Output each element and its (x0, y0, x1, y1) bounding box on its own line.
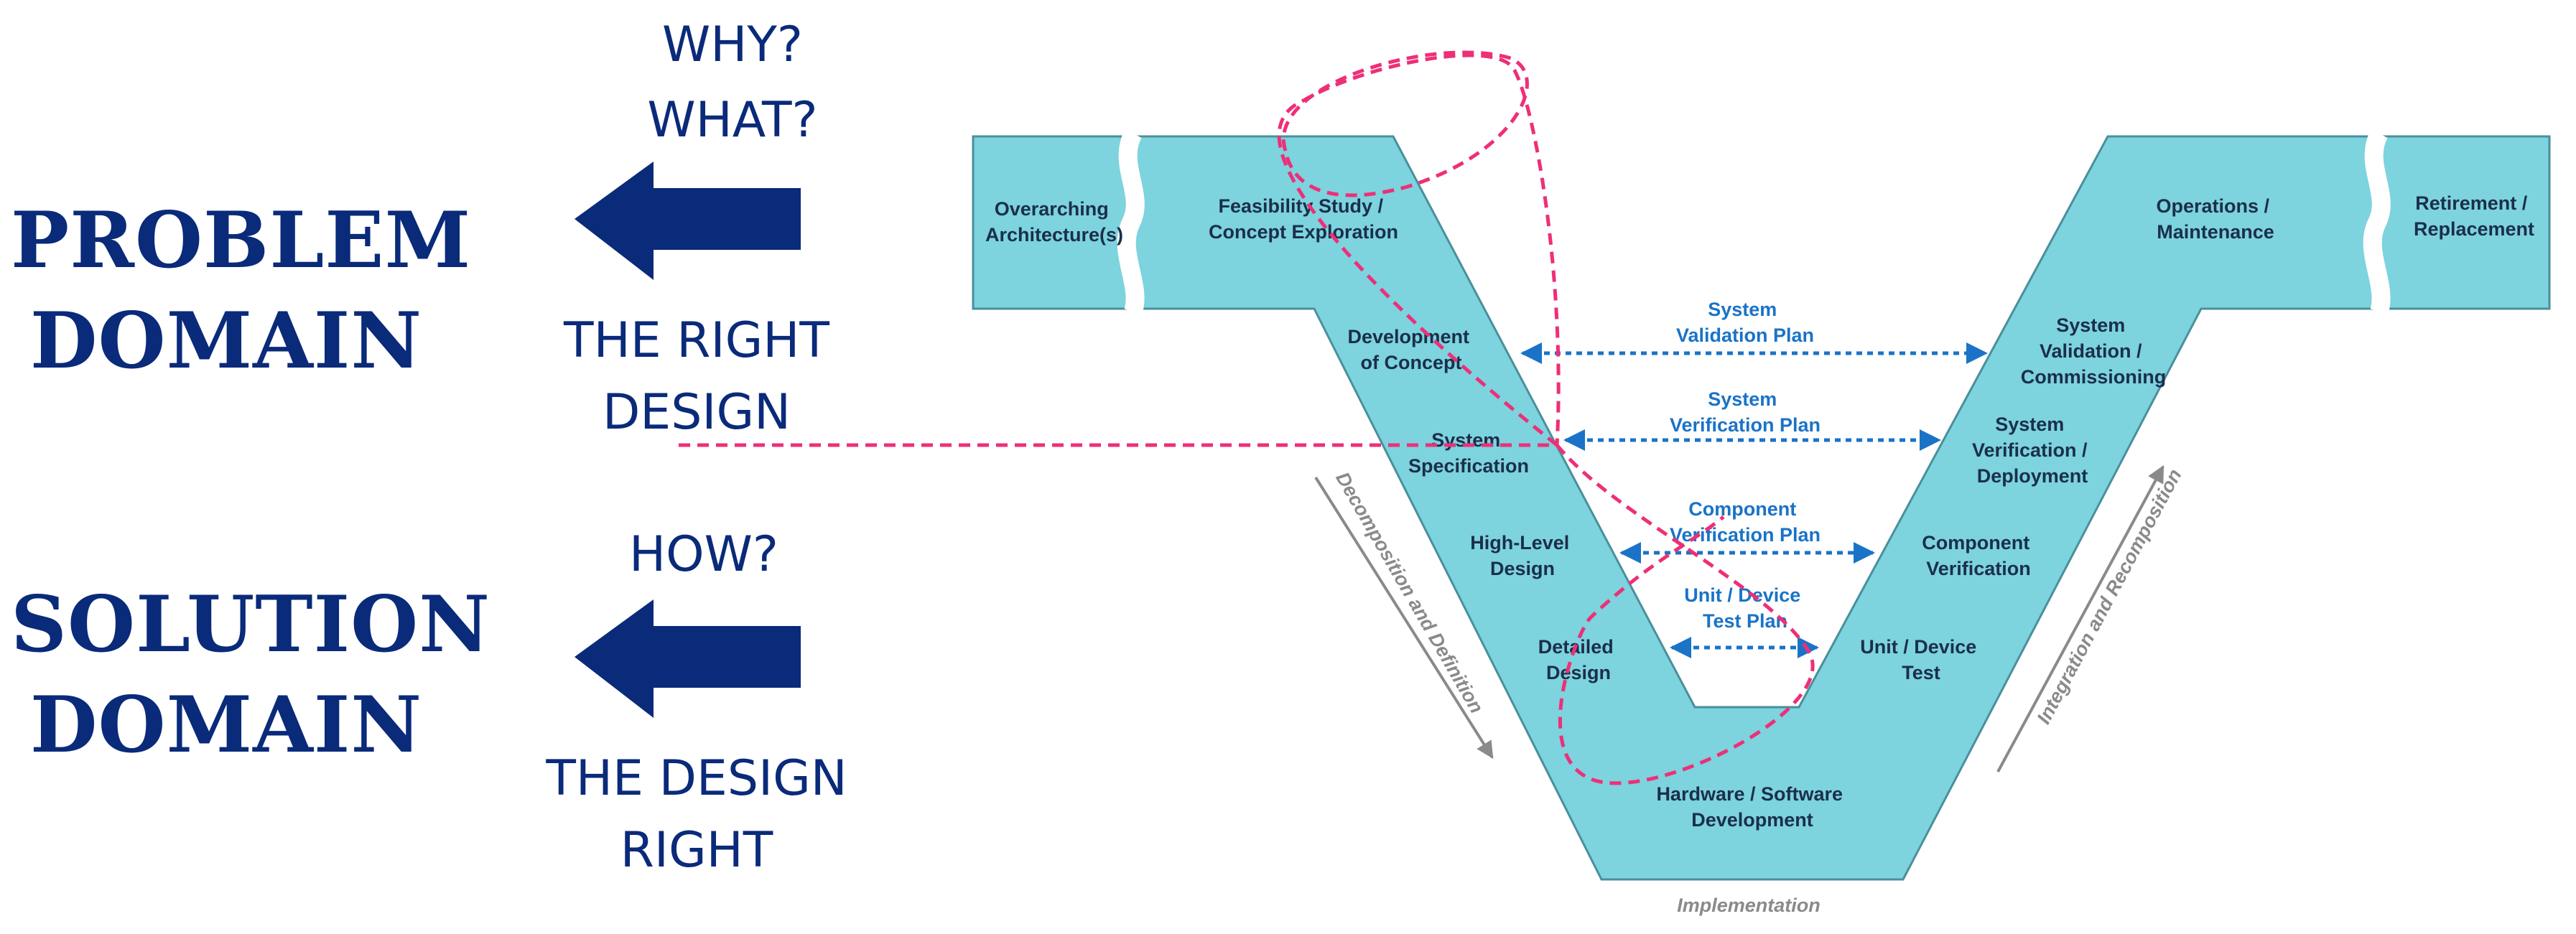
implementation-label: Implementation (1677, 895, 1821, 916)
hw-sw-line-2: Development (1691, 809, 1813, 831)
what-question: WHAT? (647, 92, 818, 149)
integration-arrow (1996, 464, 2165, 772)
solution-domain-questions: HOW? (531, 517, 876, 592)
component-plan-line-2: Verification Plan (1670, 524, 1821, 546)
how-question: HOW? (629, 526, 778, 583)
hardware-software-label: Hardware / Software Development (1656, 783, 1848, 831)
validation-plan-line-1: System (1708, 299, 1777, 320)
high-level-design-label: High-Level Design (1470, 532, 1575, 579)
retirement-replacement-label: Retirement / Replacement (2414, 192, 2534, 240)
solution-domain-title-line-1: SOLUTION (11, 579, 490, 670)
detailed-line-2: Design (1546, 662, 1611, 683)
upper-loop-ellipse (1281, 50, 1529, 197)
development-of-concept-label: Development of Concept (1347, 326, 1474, 373)
operations-line-1: Operations / (2156, 195, 2269, 217)
upper-loop (1277, 53, 1561, 447)
problem-domain-questions: WHY? WHAT? (546, 7, 919, 158)
problem-domain-title: PROBLEM DOMAIN (11, 190, 470, 391)
sys-valid-line-1: System (2056, 314, 2125, 336)
hw-sw-line-1: Hardware / Software (1656, 783, 1843, 805)
verification-plan-line-2: Verification Plan (1670, 414, 1821, 436)
solution-domain-title: SOLUTION DOMAIN (11, 574, 490, 775)
decomposition-arrow (1314, 476, 1494, 760)
sys-verif-line-1: System (1995, 414, 2064, 435)
comp-verif-line-1: Component (1922, 532, 2029, 554)
v-band (972, 135, 2551, 881)
high-level-line-1: High-Level (1470, 532, 1569, 554)
component-plan-line-1: Component (1688, 498, 1796, 520)
system-validation-label: System Validation / Commissioning (2021, 314, 2167, 388)
component-verification-plan-label: Component Verification Plan (1670, 498, 1821, 546)
solution-domain-arrow-icon (575, 599, 801, 718)
system-validation-plan-label: System Validation Plan (1676, 299, 1814, 346)
validation-plan-line-2: Validation Plan (1676, 324, 1814, 346)
problem-domain-title-line-2: DOMAIN (29, 296, 423, 386)
comp-verif-line-2: Verification (1926, 558, 2031, 579)
solution-domain-subtitle: THE DESIGN RIGHT (517, 743, 876, 887)
why-question: WHY? (662, 17, 803, 73)
unit-test-line-2: Test (1902, 662, 1940, 683)
sys-verif-line-2: Verification / (1972, 439, 2088, 461)
dev-concept-line-1: Development (1347, 326, 1469, 347)
unit-test-line-1: Unit / Device (1860, 636, 1976, 658)
sys-valid-line-2: Validation / (2040, 340, 2142, 362)
dev-concept-line-2: of Concept (1361, 352, 1462, 373)
feasibility-line-2: Concept Exploration (1209, 221, 1398, 243)
lower-loop (1556, 444, 1815, 785)
right-design-line-1: THE RIGHT (564, 312, 829, 369)
verification-plan-line-1: System (1708, 388, 1777, 410)
unit-device-test-plan-label: Unit / Device Test Plan (1684, 584, 1806, 632)
component-verification-label: Component Verification (1922, 532, 2035, 579)
sys-verif-line-3: Deployment (1977, 465, 2088, 487)
solution-domain-title-line-2: DOMAIN (29, 680, 423, 770)
system-verification-plan-label: System Verification Plan (1670, 388, 1821, 436)
feasibility-line-1: Feasibility Study / (1218, 195, 1383, 217)
retirement-line-1: Retirement / (2415, 192, 2528, 214)
left-band-break (1117, 129, 1145, 314)
overarching-line-2: Architecture(s) (985, 224, 1123, 246)
feasibility-study-label: Feasibility Study / Concept Exploration (1209, 195, 1398, 243)
retirement-line-2: Replacement (2414, 218, 2534, 240)
operations-line-2: Maintenance (2157, 221, 2274, 243)
problem-domain-title-line-1: PROBLEM (11, 195, 472, 286)
system-verification-label: System Verification / Deployment (1972, 414, 2093, 487)
unit-device-test-label: Unit / Device Test (1860, 636, 1982, 683)
design-right-line-1: THE DESIGN (546, 750, 847, 807)
right-band-break (2363, 129, 2391, 314)
design-right-line-2: RIGHT (620, 822, 773, 879)
overarching-line-1: Overarching (995, 198, 1109, 220)
overarching-architecture-label: Overarching Architecture(s) (985, 198, 1123, 246)
sys-spec-line-1: System (1431, 429, 1500, 451)
sys-spec-line-2: Specification (1408, 455, 1529, 477)
problem-domain-arrow-icon (575, 162, 801, 280)
system-specification-label: System Specification (1408, 429, 1529, 477)
right-design-line-2: DESIGN (602, 384, 791, 441)
unit-plan-line-2: Test Plan (1703, 610, 1787, 632)
high-level-line-2: Design (1490, 558, 1555, 579)
sys-valid-line-3: Commissioning (2021, 366, 2167, 388)
problem-domain-subtitle: THE RIGHT DESIGN (517, 305, 876, 449)
operations-maintenance-label: Operations / Maintenance (2156, 195, 2274, 243)
